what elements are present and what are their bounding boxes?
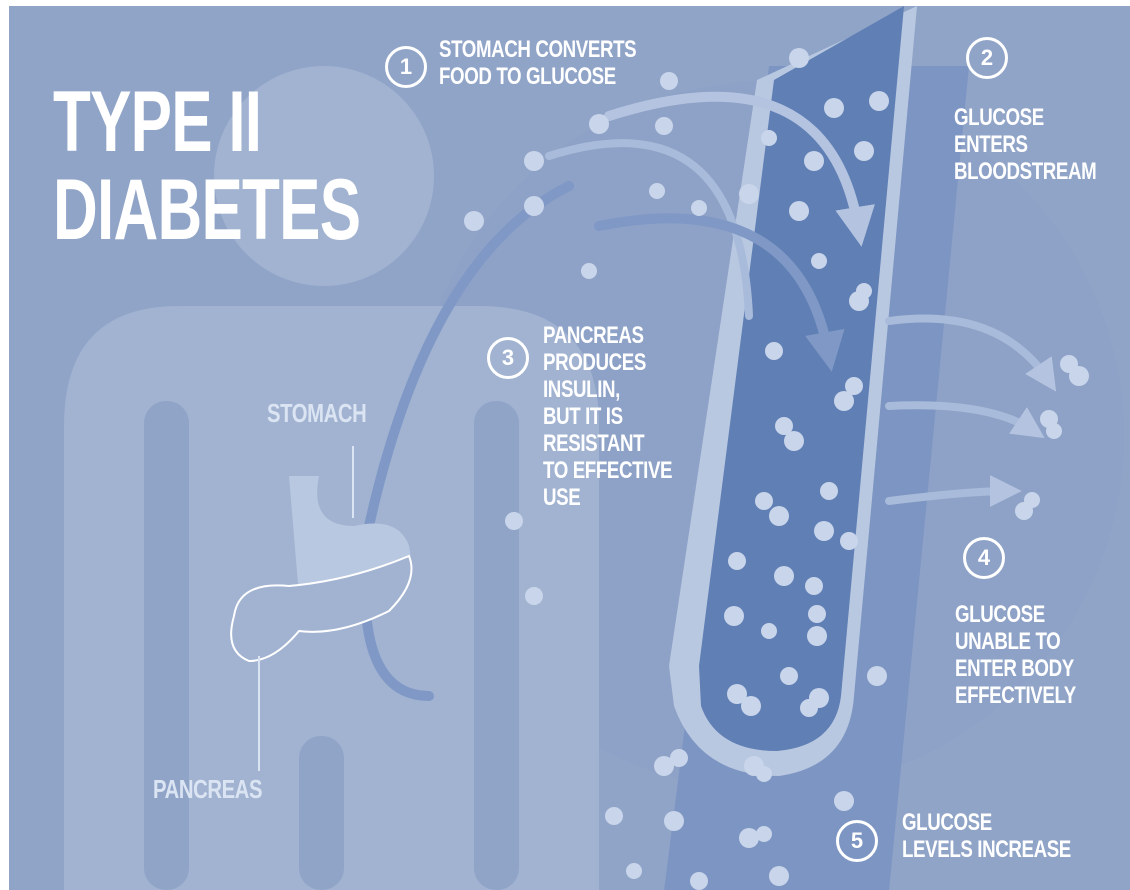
diabetes-infographic: TYPE II DIABETES 1 STOMACH CONVERTS FOOD… <box>9 6 1130 890</box>
stomach-label: STOMACH <box>267 398 366 429</box>
step-3-badge: 3 <box>487 337 529 379</box>
page-title: TYPE II DIABETES <box>53 78 360 254</box>
step-5-badge: 5 <box>836 820 878 862</box>
step-3-text: PANCREAS PRODUCES INSULIN, BUT IT IS RES… <box>543 322 672 511</box>
step-1-badge: 1 <box>385 46 427 88</box>
step-4-badge: 4 <box>963 537 1005 579</box>
step-2-badge: 2 <box>966 37 1008 79</box>
pancreas-label: PANCREAS <box>153 774 262 805</box>
step-4-text: GLUCOSE UNABLE TO ENTER BODY EFFECTIVELY <box>955 601 1076 709</box>
step-2-text: GLUCOSE ENTERS BLOODSTREAM <box>954 104 1096 185</box>
step-1-text: STOMACH CONVERTS FOOD TO GLUCOSE <box>439 36 636 90</box>
step-5-text: GLUCOSE LEVELS INCREASE <box>902 809 1071 863</box>
